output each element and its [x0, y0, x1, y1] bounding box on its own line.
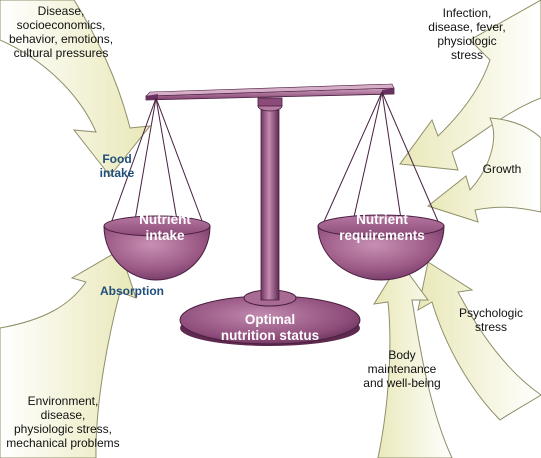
arrow-infection [399, 0, 541, 171]
absorption-label: Absorption [100, 284, 164, 298]
left-pan-strings [109, 97, 205, 227]
arrow-body-maintenance [373, 261, 453, 458]
factor-top-left: Disease, socioeconomics, behavior, emoti… [8, 4, 114, 60]
scale-pivot [257, 97, 283, 107]
food-intake-label: Food intake [99, 152, 135, 180]
arrow-psychologic [417, 261, 541, 421]
right-pan-strings [321, 91, 441, 227]
nutrient-intake-label: Nutrient intake [139, 212, 191, 243]
factor-psychologic-stress: Psychologic stress [458, 306, 524, 334]
factor-growth: Growth [482, 162, 522, 176]
left-pan [103, 225, 211, 281]
beam-right-end [382, 88, 394, 94]
beam-left-end [146, 94, 158, 100]
factor-infection: Infection, disease, fever, physiologic s… [428, 6, 506, 62]
right-pan [317, 225, 445, 281]
left-pan-rim [103, 215, 211, 237]
nutrient-requirements-label: Nutrient requirements [339, 212, 425, 243]
arrow-top-left [0, 0, 152, 177]
optimal-nutrition-status-label: Optimal nutrition status [220, 312, 320, 343]
scale-pole [260, 109, 280, 301]
factor-bottom-left: Environment, disease, physiologic stress… [6, 394, 120, 450]
arrow-growth [426, 117, 541, 223]
factor-body-maintenance: Body maintenance and well-being [363, 348, 441, 390]
right-pan-rim [317, 214, 445, 238]
arrow-bottom-left [0, 249, 137, 458]
